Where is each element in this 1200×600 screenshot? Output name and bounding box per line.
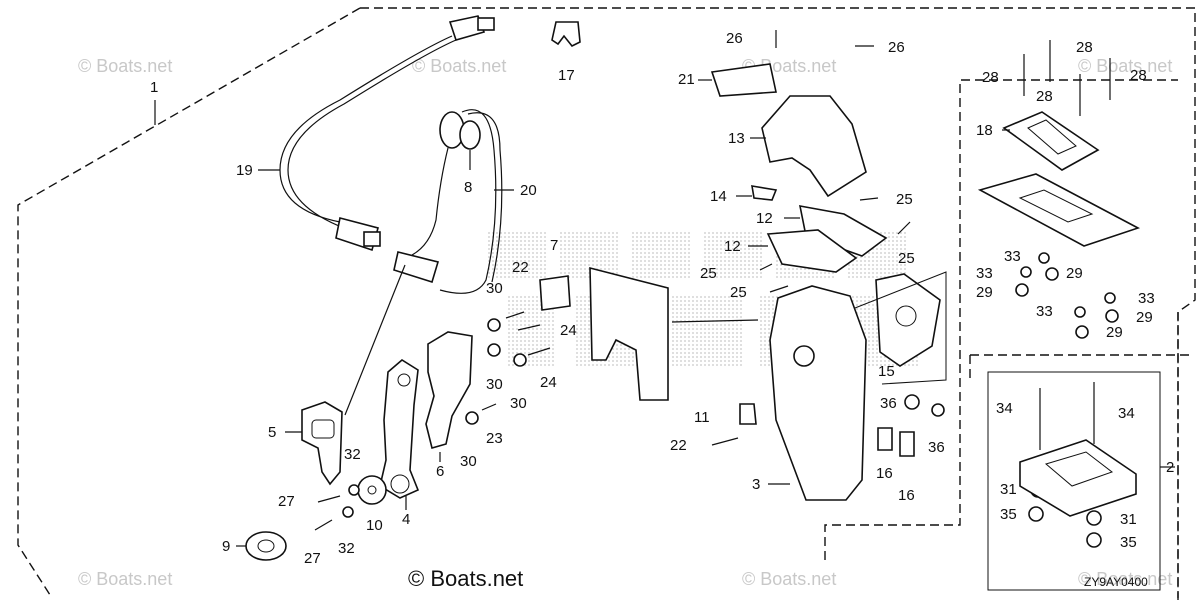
callout-2: 2	[1166, 459, 1174, 476]
credit-text: © Boats.net	[408, 566, 523, 591]
callout-5: 5	[268, 424, 276, 441]
wiring-harness	[279, 15, 495, 252]
gasket	[589, 266, 669, 401]
callout-34: 34	[1118, 405, 1135, 422]
callout-32: 32	[344, 446, 361, 463]
callout-30: 30	[486, 376, 503, 393]
callout-29: 29	[1136, 309, 1153, 326]
watermark-text: © Boats.net	[412, 56, 506, 76]
callout-30: 30	[460, 453, 477, 470]
callout-11: 11	[694, 409, 710, 426]
callout-26: 26	[726, 30, 743, 47]
corner-watermarks: © Boats.net © Boats.net © Boats.net © Bo…	[78, 56, 1172, 589]
callout-1: 1	[150, 79, 158, 96]
callout-3: 3	[752, 476, 760, 493]
callout-28: 28	[1076, 39, 1093, 56]
callout-12: 12	[724, 238, 741, 255]
callout-28: 28	[982, 69, 999, 86]
callout-30: 30	[486, 280, 503, 297]
assembly-outline	[17, 7, 1196, 600]
callout-30: 30	[510, 395, 527, 412]
callout-34: 34	[996, 400, 1013, 417]
lever-group	[245, 275, 571, 561]
callout-17: 17	[558, 67, 575, 84]
callout-14: 14	[710, 188, 727, 205]
watermark-text: © Boats.net	[1078, 56, 1172, 76]
callout-15: 15	[878, 363, 895, 380]
callout-19: 19	[236, 162, 253, 179]
callout-32: 32	[338, 540, 355, 557]
callout-29: 29	[1106, 324, 1123, 341]
callout-28: 28	[1130, 67, 1147, 84]
callout-25: 25	[730, 284, 747, 301]
callout-21: 21	[678, 71, 695, 88]
callout-24: 24	[540, 374, 557, 391]
control-housing	[671, 63, 947, 501]
callout-22: 22	[512, 259, 529, 276]
callout-8: 8	[464, 179, 472, 196]
callout-25: 25	[898, 250, 915, 267]
diagram-code: ZY9AY0400	[1084, 575, 1148, 589]
callout-29: 29	[1066, 265, 1083, 282]
trim-switch-cable	[344, 109, 503, 416]
callout-33: 33	[976, 265, 993, 282]
callout-9: 9	[222, 538, 230, 555]
adapter-plates	[977, 111, 1141, 517]
callout-16: 16	[898, 487, 915, 504]
watermark-text: © Boats.net	[742, 569, 836, 589]
watermark-text: © Boats.net	[1078, 569, 1172, 589]
callout-31: 31	[1120, 511, 1137, 528]
callout-7: 7	[550, 237, 558, 254]
callout-18: 18	[976, 122, 993, 139]
callout-24: 24	[560, 322, 577, 339]
callout-35: 35	[1000, 506, 1017, 523]
callout-23: 23	[486, 430, 503, 447]
callout-4: 4	[402, 511, 410, 528]
callout-35: 35	[1120, 534, 1137, 551]
callout-27: 27	[304, 550, 321, 567]
callout-29: 29	[976, 284, 993, 301]
leader-lines	[236, 79, 1010, 547]
watermark-text: © Boats.net	[78, 569, 172, 589]
callout-36: 36	[928, 439, 945, 456]
callout-33: 33	[1036, 303, 1053, 320]
callout-10: 10	[366, 517, 383, 534]
callout-25: 25	[896, 191, 913, 208]
callout-31: 31	[1000, 481, 1017, 498]
callout-33: 33	[1004, 248, 1021, 265]
callout-20: 20	[520, 182, 537, 199]
callout-6: 6	[436, 463, 444, 480]
callouts: 1 2 3 4 5 6 7 8 9 10 11 12 12 13 14 15 1…	[150, 30, 1174, 567]
callout-25: 25	[700, 265, 717, 282]
cap	[551, 21, 581, 48]
callout-33: 33	[1138, 290, 1155, 307]
callout-28: 28	[1036, 88, 1053, 105]
callout-22: 22	[670, 437, 687, 454]
callout-27: 27	[278, 493, 295, 510]
callout-26: 26	[888, 39, 905, 56]
fasteners	[314, 30, 1119, 548]
watermark-text: © Boats.net	[78, 56, 172, 76]
callout-36: 36	[880, 395, 897, 412]
callout-12: 12	[756, 210, 773, 227]
callout-16: 16	[876, 465, 893, 482]
callout-13: 13	[728, 130, 745, 147]
